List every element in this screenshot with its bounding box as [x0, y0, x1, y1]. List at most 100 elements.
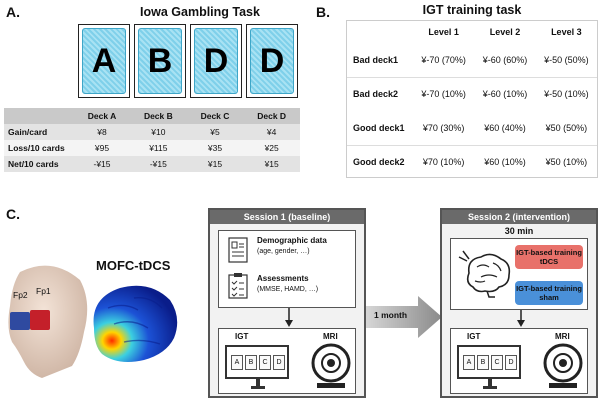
table-cell: ¥8 [74, 124, 131, 140]
row-header: Bad deck1 [353, 54, 399, 65]
screen-card: A [231, 355, 243, 370]
table-cell: ¥-50 (50%) [544, 54, 589, 65]
deck-payoff-table: Deck A Deck B Deck C Deck D Gain/card ¥8… [4, 108, 300, 172]
one-month-arrow-icon [366, 296, 442, 338]
row-header: Bad deck2 [347, 76, 413, 111]
training-task-table: Level 1 Level 2 Level 3 Bad deck1 ¥-70 (… [347, 21, 597, 179]
table-cell: ¥35 [186, 140, 244, 156]
table-cell: ¥-70 (10%) [413, 76, 475, 111]
row-header: Good deck1 [353, 122, 405, 133]
screen-card: B [477, 355, 489, 370]
igt-monitor-icon: A B C D [457, 345, 521, 379]
session2-igt-mri-box: IGT MRI A B C D [450, 328, 588, 394]
table-cell: ¥-60 (60%) [482, 54, 528, 65]
mri-label: MRI [555, 332, 570, 341]
demographic-title: Demographic data [257, 236, 327, 245]
assessment-detail: (MMSE, HAMD, …) [257, 286, 319, 293]
table-cell: ¥70 (30%) [422, 122, 465, 133]
head-icon [8, 265, 88, 378]
table-cell: ¥10 [130, 124, 187, 140]
deck-card-d[interactable]: D [246, 24, 298, 98]
table-cell: ¥-70 (70%) [421, 54, 466, 65]
electrode-label: Fp1 [36, 286, 51, 296]
screen-card: A [463, 355, 475, 370]
igt-label: IGT [467, 332, 481, 341]
table-cell: ¥-50 (10%) [535, 76, 597, 111]
table-cell: ¥15 [186, 156, 244, 172]
mri-label: MRI [323, 332, 338, 341]
panel-a-label: A. [6, 4, 20, 20]
table-cell: ¥4 [243, 124, 300, 140]
card-letter: B [147, 41, 173, 80]
screen-card: D [505, 355, 517, 370]
column-header: Level 3 [551, 27, 582, 37]
table-row: Bad deck2 ¥-70 (10%) ¥-60 (10%) ¥-50 (10… [347, 76, 597, 111]
table-cell: ¥60 (10%) [474, 144, 536, 179]
table-row: Gain/card ¥8 ¥10 ¥5 ¥4 [4, 124, 300, 140]
assessment-checklist-icon [228, 273, 248, 299]
igt-label: IGT [235, 332, 249, 341]
igt-monitor-icon: A B C D [225, 345, 289, 379]
column-header: Level 1 [428, 27, 459, 37]
session1-title: Session 1 (baseline) [210, 210, 364, 224]
screen-card: D [273, 355, 285, 370]
column-header: Deck B [130, 108, 187, 124]
row-header: Gain/card [4, 124, 74, 140]
brain-icon [458, 250, 511, 298]
screen-card: B [245, 355, 257, 370]
table-cell: ¥-60 (10%) [474, 76, 536, 111]
table-row: Good deck1 ¥70 (30%) ¥60 (40%) ¥50 (50%) [347, 111, 597, 145]
one-month-label: 1 month [374, 310, 408, 320]
session2-training-box: IGT-based training tDCS IGT-based traini… [450, 238, 588, 310]
monitor-stand-icon [251, 379, 265, 389]
table-corner [347, 21, 413, 43]
panel-a-title: Iowa Gambling Task [140, 5, 260, 19]
column-header: Level 2 [489, 27, 521, 37]
session1-panel: Session 1 (baseline) Demographic data (a… [208, 208, 366, 398]
table-corner [4, 108, 74, 124]
session1-igt-mri-box: IGT MRI A B C D [218, 328, 356, 394]
table-cell: -¥15 [74, 156, 131, 172]
deck-card-b[interactable]: B [134, 24, 186, 98]
session2-title: Session 2 (intervention) [442, 210, 596, 224]
table-row: Bad deck1 ¥-70 (70%) ¥-60 (60%) ¥-50 (50… [347, 43, 597, 77]
table-cell: ¥25 [243, 140, 300, 156]
deck-card-c[interactable]: D [190, 24, 242, 98]
arrow-down-icon [285, 308, 293, 327]
table-cell: ¥5 [186, 124, 244, 140]
card-letter: D [259, 41, 285, 80]
panel-c-label: C. [6, 206, 20, 222]
assessment-title: Assessments [257, 274, 309, 283]
training-tdcs-box: IGT-based training tDCS [515, 245, 583, 269]
electrode-fp1 [30, 310, 50, 330]
table-cell: ¥15 [243, 156, 300, 172]
table-cell: ¥50 (50%) [545, 122, 588, 133]
deck-card-a[interactable]: A [78, 24, 130, 98]
table-cell: ¥70 (10%) [413, 144, 475, 179]
brain-current-map-icon [93, 285, 178, 362]
table-cell: ¥60 (40%) [484, 122, 526, 133]
row-header: Good deck2 [347, 144, 413, 179]
table-cell: ¥50 (10%) [535, 144, 597, 179]
table-cell: -¥15 [130, 156, 187, 172]
panel-b-title: IGT training task [422, 3, 522, 17]
session2-duration: 30 min [504, 226, 534, 236]
table-cell: ¥115 [130, 140, 187, 156]
row-header: Net/10 cards [4, 156, 74, 172]
column-header: Deck C [186, 108, 244, 124]
arrow-down-icon [517, 310, 525, 327]
mri-scanner-icon [543, 343, 583, 388]
screen-card: C [259, 355, 271, 370]
demographic-detail: (age, gender, …) [257, 248, 310, 255]
electrode-fp2 [10, 312, 30, 330]
column-header: Deck D [243, 108, 300, 124]
screen-card: C [491, 355, 503, 370]
mri-scanner-icon [311, 343, 351, 388]
session1-baseline-box: Demographic data (age, gender, …) Assess… [218, 230, 356, 308]
card-letter: D [203, 41, 229, 80]
demographic-form-icon [228, 237, 248, 263]
training-task-table-box: Level 1 Level 2 Level 3 Bad deck1 ¥-70 (… [346, 20, 598, 179]
table-row: Loss/10 cards ¥95 ¥115 ¥35 ¥25 [4, 140, 300, 156]
electrode-label: Fp2 [13, 290, 28, 300]
table-cell: ¥95 [74, 140, 131, 156]
